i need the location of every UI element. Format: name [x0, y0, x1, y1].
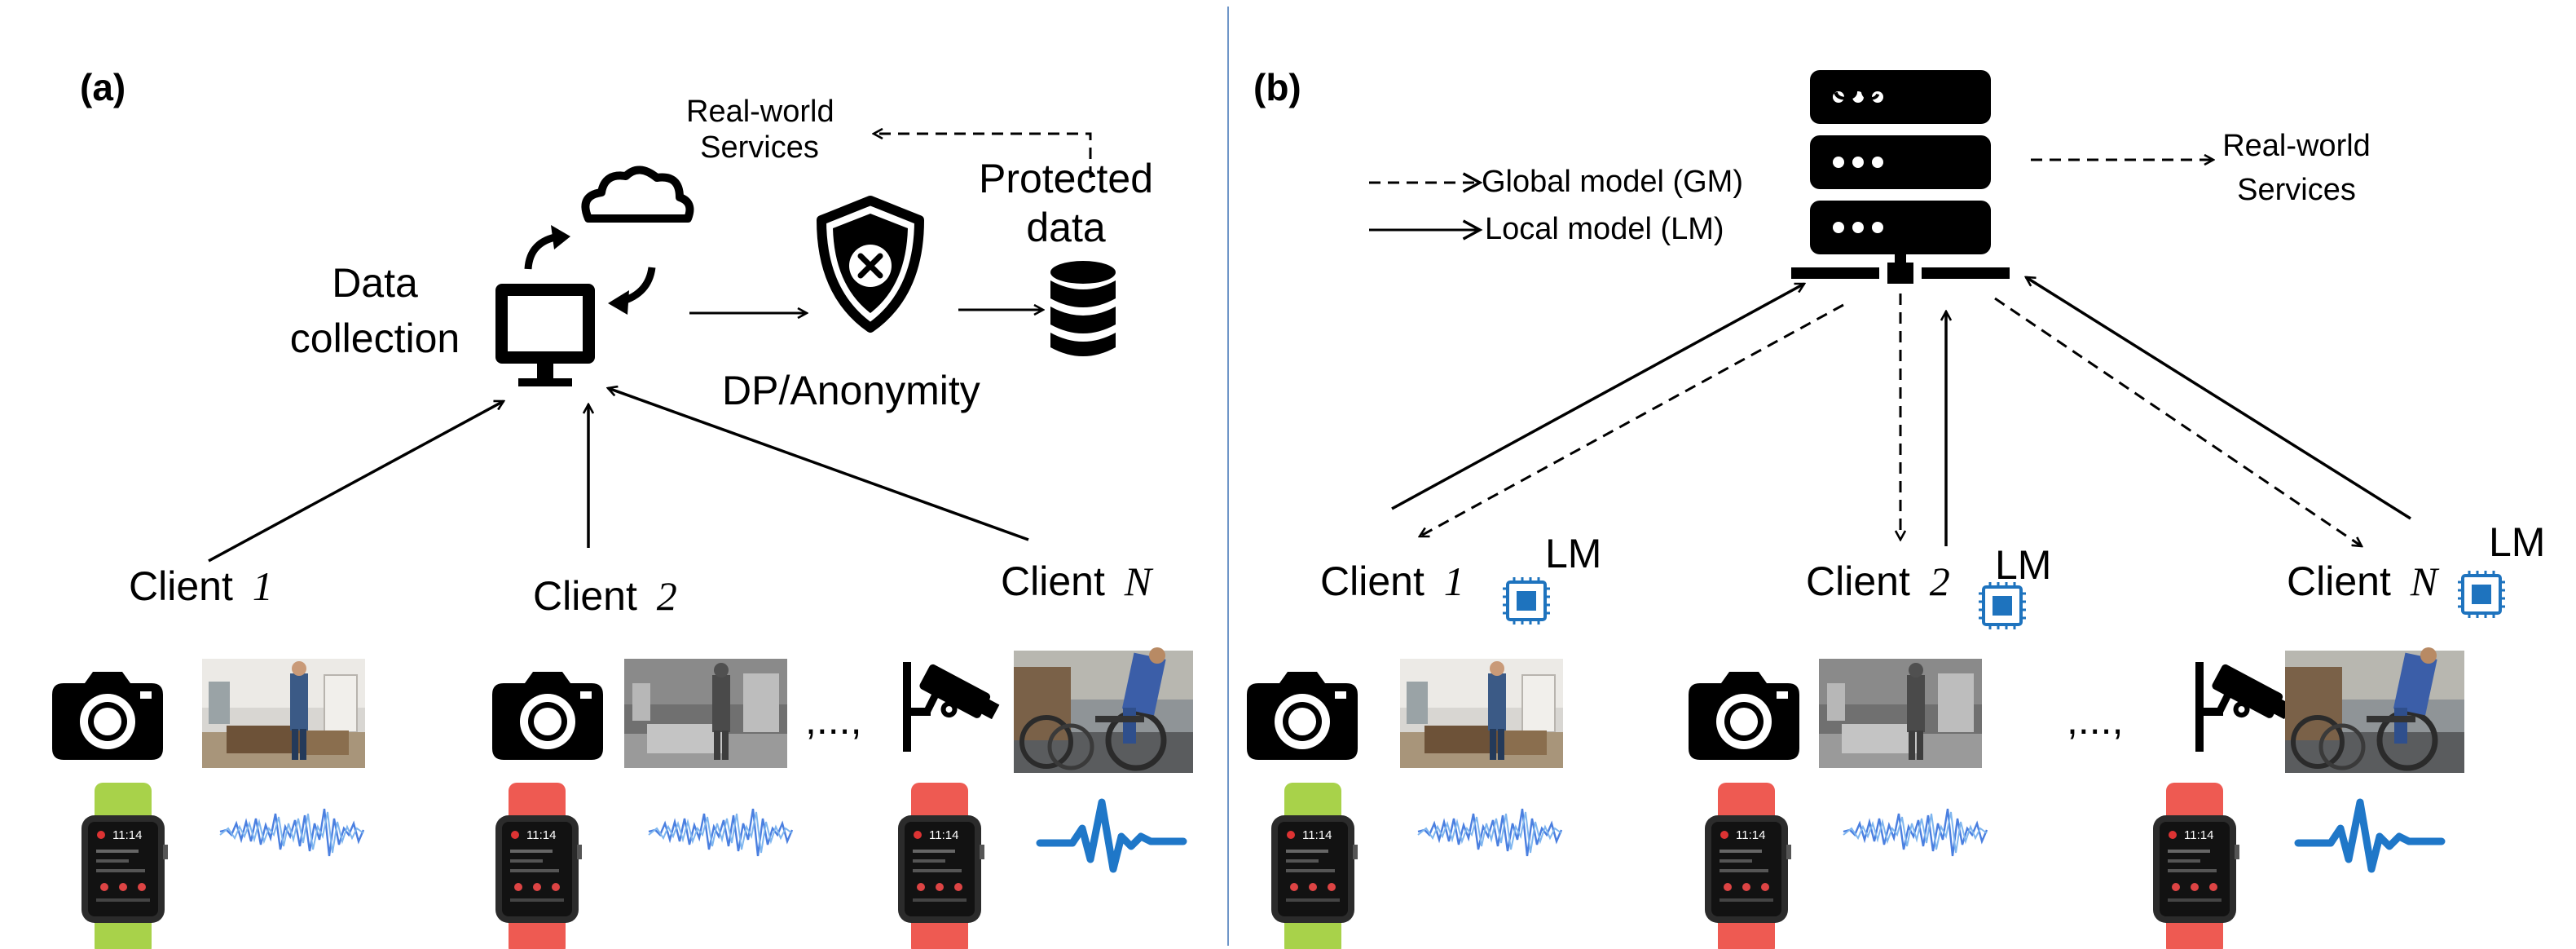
- client-1-label-a: Client 1: [129, 566, 273, 607]
- signal-waveform-icon-b1: [1416, 807, 1563, 858]
- computer-sync-icon: [495, 166, 694, 386]
- client-index: N: [1124, 558, 1152, 604]
- data-line-dc: Data: [332, 260, 418, 306]
- client-2-label-a: Client 2: [533, 576, 677, 616]
- legend-local-model: Local model (LM): [1485, 212, 1724, 246]
- dp-anonymity-label: DP/Anonymity: [722, 368, 980, 413]
- legend-global-model: Global model (GM): [1482, 165, 1743, 199]
- smartwatch-red-icon-b2: [1705, 783, 1791, 949]
- smartwatch-green-icon-a1: [81, 783, 168, 949]
- client-word: Client: [129, 563, 233, 609]
- shield-icon: [817, 196, 924, 333]
- client-index: N: [2410, 558, 2438, 604]
- data-line: data: [1026, 205, 1106, 250]
- ecg-pulse-icon-b: [2298, 802, 2442, 869]
- chip-icon-bn: [2450, 563, 2507, 620]
- signal-waveform-icon-b2: [1842, 807, 1988, 858]
- client-word: Client: [533, 573, 637, 619]
- signal-waveform-icon-a1: [218, 807, 365, 858]
- camera-icon-b1: [1247, 672, 1358, 760]
- client-index: 2: [1929, 558, 1950, 604]
- smartwatch-red-icon-bn: [2153, 783, 2239, 949]
- lm-label-b1: LM: [1545, 531, 1602, 576]
- real-world-line: Real-world: [686, 95, 834, 129]
- panel-a-label: (a): [80, 66, 126, 108]
- smartwatch-red-icon-a2: [495, 783, 582, 949]
- camera-icon-b2: [1689, 672, 1799, 760]
- ecg-pulse-icon-a: [1040, 802, 1183, 869]
- client-word: Client: [2287, 558, 2391, 604]
- cctv-camera-icon-a: [903, 662, 1002, 752]
- depth-image-a2: [624, 659, 787, 768]
- real-world-services-label-a: Real-world Services: [686, 95, 834, 165]
- client-word: Client: [1001, 558, 1105, 604]
- chip-icon-b1: [1495, 569, 1552, 626]
- client-index: 1: [252, 563, 273, 609]
- ellipsis-a: ,...,: [805, 697, 862, 743]
- protected-data-label: Protected data: [976, 158, 1156, 248]
- smartwatch-red-icon-an: [898, 783, 984, 949]
- data-collection-label: Data collection: [277, 263, 473, 359]
- lm-label-bn: LM: [2489, 519, 2546, 565]
- client-n-label-b: Client N: [2287, 561, 2437, 602]
- camera-icon-a1: [52, 672, 163, 760]
- rgb-image-b1: [1399, 658, 1564, 769]
- client-word: Client: [1806, 558, 1910, 604]
- client-n-label-a: Client N: [1001, 561, 1151, 602]
- smartwatch-green-icon-b1: [1271, 783, 1358, 949]
- camera-icon-a2: [492, 672, 603, 760]
- signal-waveform-icon-a2: [647, 807, 794, 858]
- services-line: Services: [700, 130, 819, 165]
- client-1-label-b: Client 1: [1320, 561, 1464, 602]
- client-word: Client: [1320, 558, 1425, 604]
- real-world-services-label-b: Real-world Services: [2215, 130, 2378, 205]
- server-label: Server: [1832, 63, 1953, 108]
- rgb-image-a1: [201, 658, 366, 769]
- collection-line: collection: [289, 316, 460, 361]
- real-world-line: Real-world: [2222, 129, 2371, 163]
- lm-label-b2: LM: [1995, 542, 2052, 588]
- client-index: 2: [656, 573, 677, 619]
- client-index: 1: [1443, 558, 1464, 604]
- cyclist-image-a: [1014, 647, 1193, 773]
- panel-b-label: (b): [1253, 66, 1301, 108]
- server-icon: [1791, 70, 2010, 284]
- ellipsis-b: ,...,: [2067, 697, 2124, 743]
- services-line: Services: [2237, 173, 2356, 207]
- database-icon: [1050, 261, 1116, 356]
- depth-image-b2: [1819, 659, 1982, 768]
- client-2-label-b: Client 2: [1806, 561, 1950, 602]
- cyclist-image-b: [2285, 647, 2464, 773]
- protected-line: Protected: [978, 156, 1153, 201]
- cctv-camera-icon-b: [2195, 662, 2294, 752]
